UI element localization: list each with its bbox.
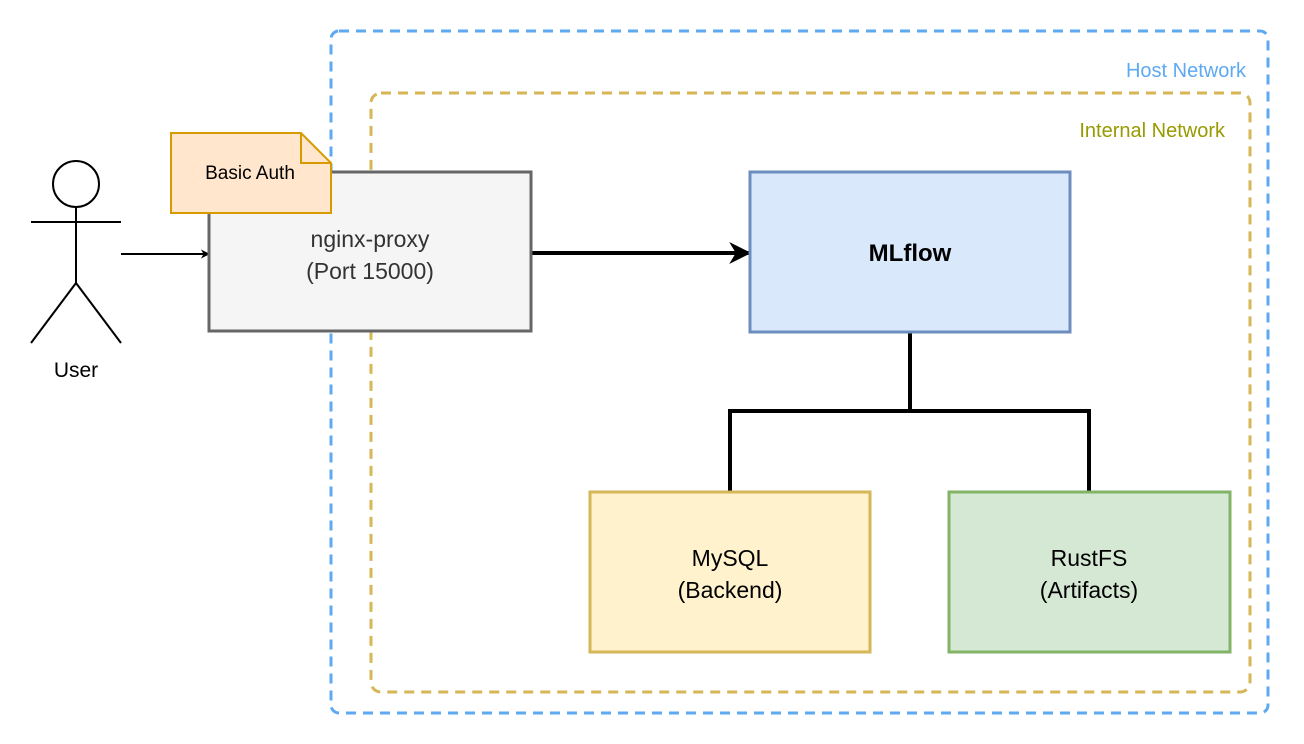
user-actor-head <box>52 160 100 208</box>
basic-auth-label: Basic Auth <box>205 163 295 184</box>
mysql-node: MySQL (Backend) <box>588 490 872 654</box>
mysql-name: MySQL <box>692 545 769 571</box>
internal-network-boundary <box>369 91 1252 694</box>
host-network-zone: Host Network <box>329 29 1270 715</box>
basic-auth-note: Basic Auth <box>170 132 332 214</box>
rustfs-node: RustFS (Artifacts) <box>947 490 1232 654</box>
nginx-proxy-node: nginx-proxy (Port 15000) <box>207 170 533 333</box>
nginx-proxy-name: nginx-proxy <box>311 226 430 252</box>
host-network-boundary <box>329 29 1270 715</box>
edge-mlflow-to-mysql <box>728 332 912 491</box>
mysql-role: (Backend) <box>678 577 783 603</box>
internal-network-label: Internal Network <box>1079 120 1226 142</box>
host-network-label: Host Network <box>1126 60 1247 82</box>
mlflow-box <box>748 170 1072 334</box>
mlflow-label: MLflow <box>869 240 952 267</box>
basic-auth-note-fold <box>300 133 331 164</box>
user-actor <box>30 160 122 344</box>
user-label: User <box>54 359 98 382</box>
rustfs-name: RustFS <box>1051 545 1128 571</box>
edge-mlflow-to-rustfs <box>908 332 1091 491</box>
mysql-box <box>588 490 872 654</box>
user-actor-right-leg <box>75 282 122 344</box>
basic-auth-note-shape <box>170 132 332 214</box>
rustfs-role: (Artifacts) <box>1040 577 1138 603</box>
mlflow-node: MLflow <box>748 170 1072 334</box>
nginx-proxy-port: (Port 15000) <box>306 258 434 284</box>
internal-network-zone: Internal Network <box>369 91 1252 694</box>
rustfs-box <box>947 490 1232 654</box>
user-actor-left-leg <box>30 282 77 344</box>
